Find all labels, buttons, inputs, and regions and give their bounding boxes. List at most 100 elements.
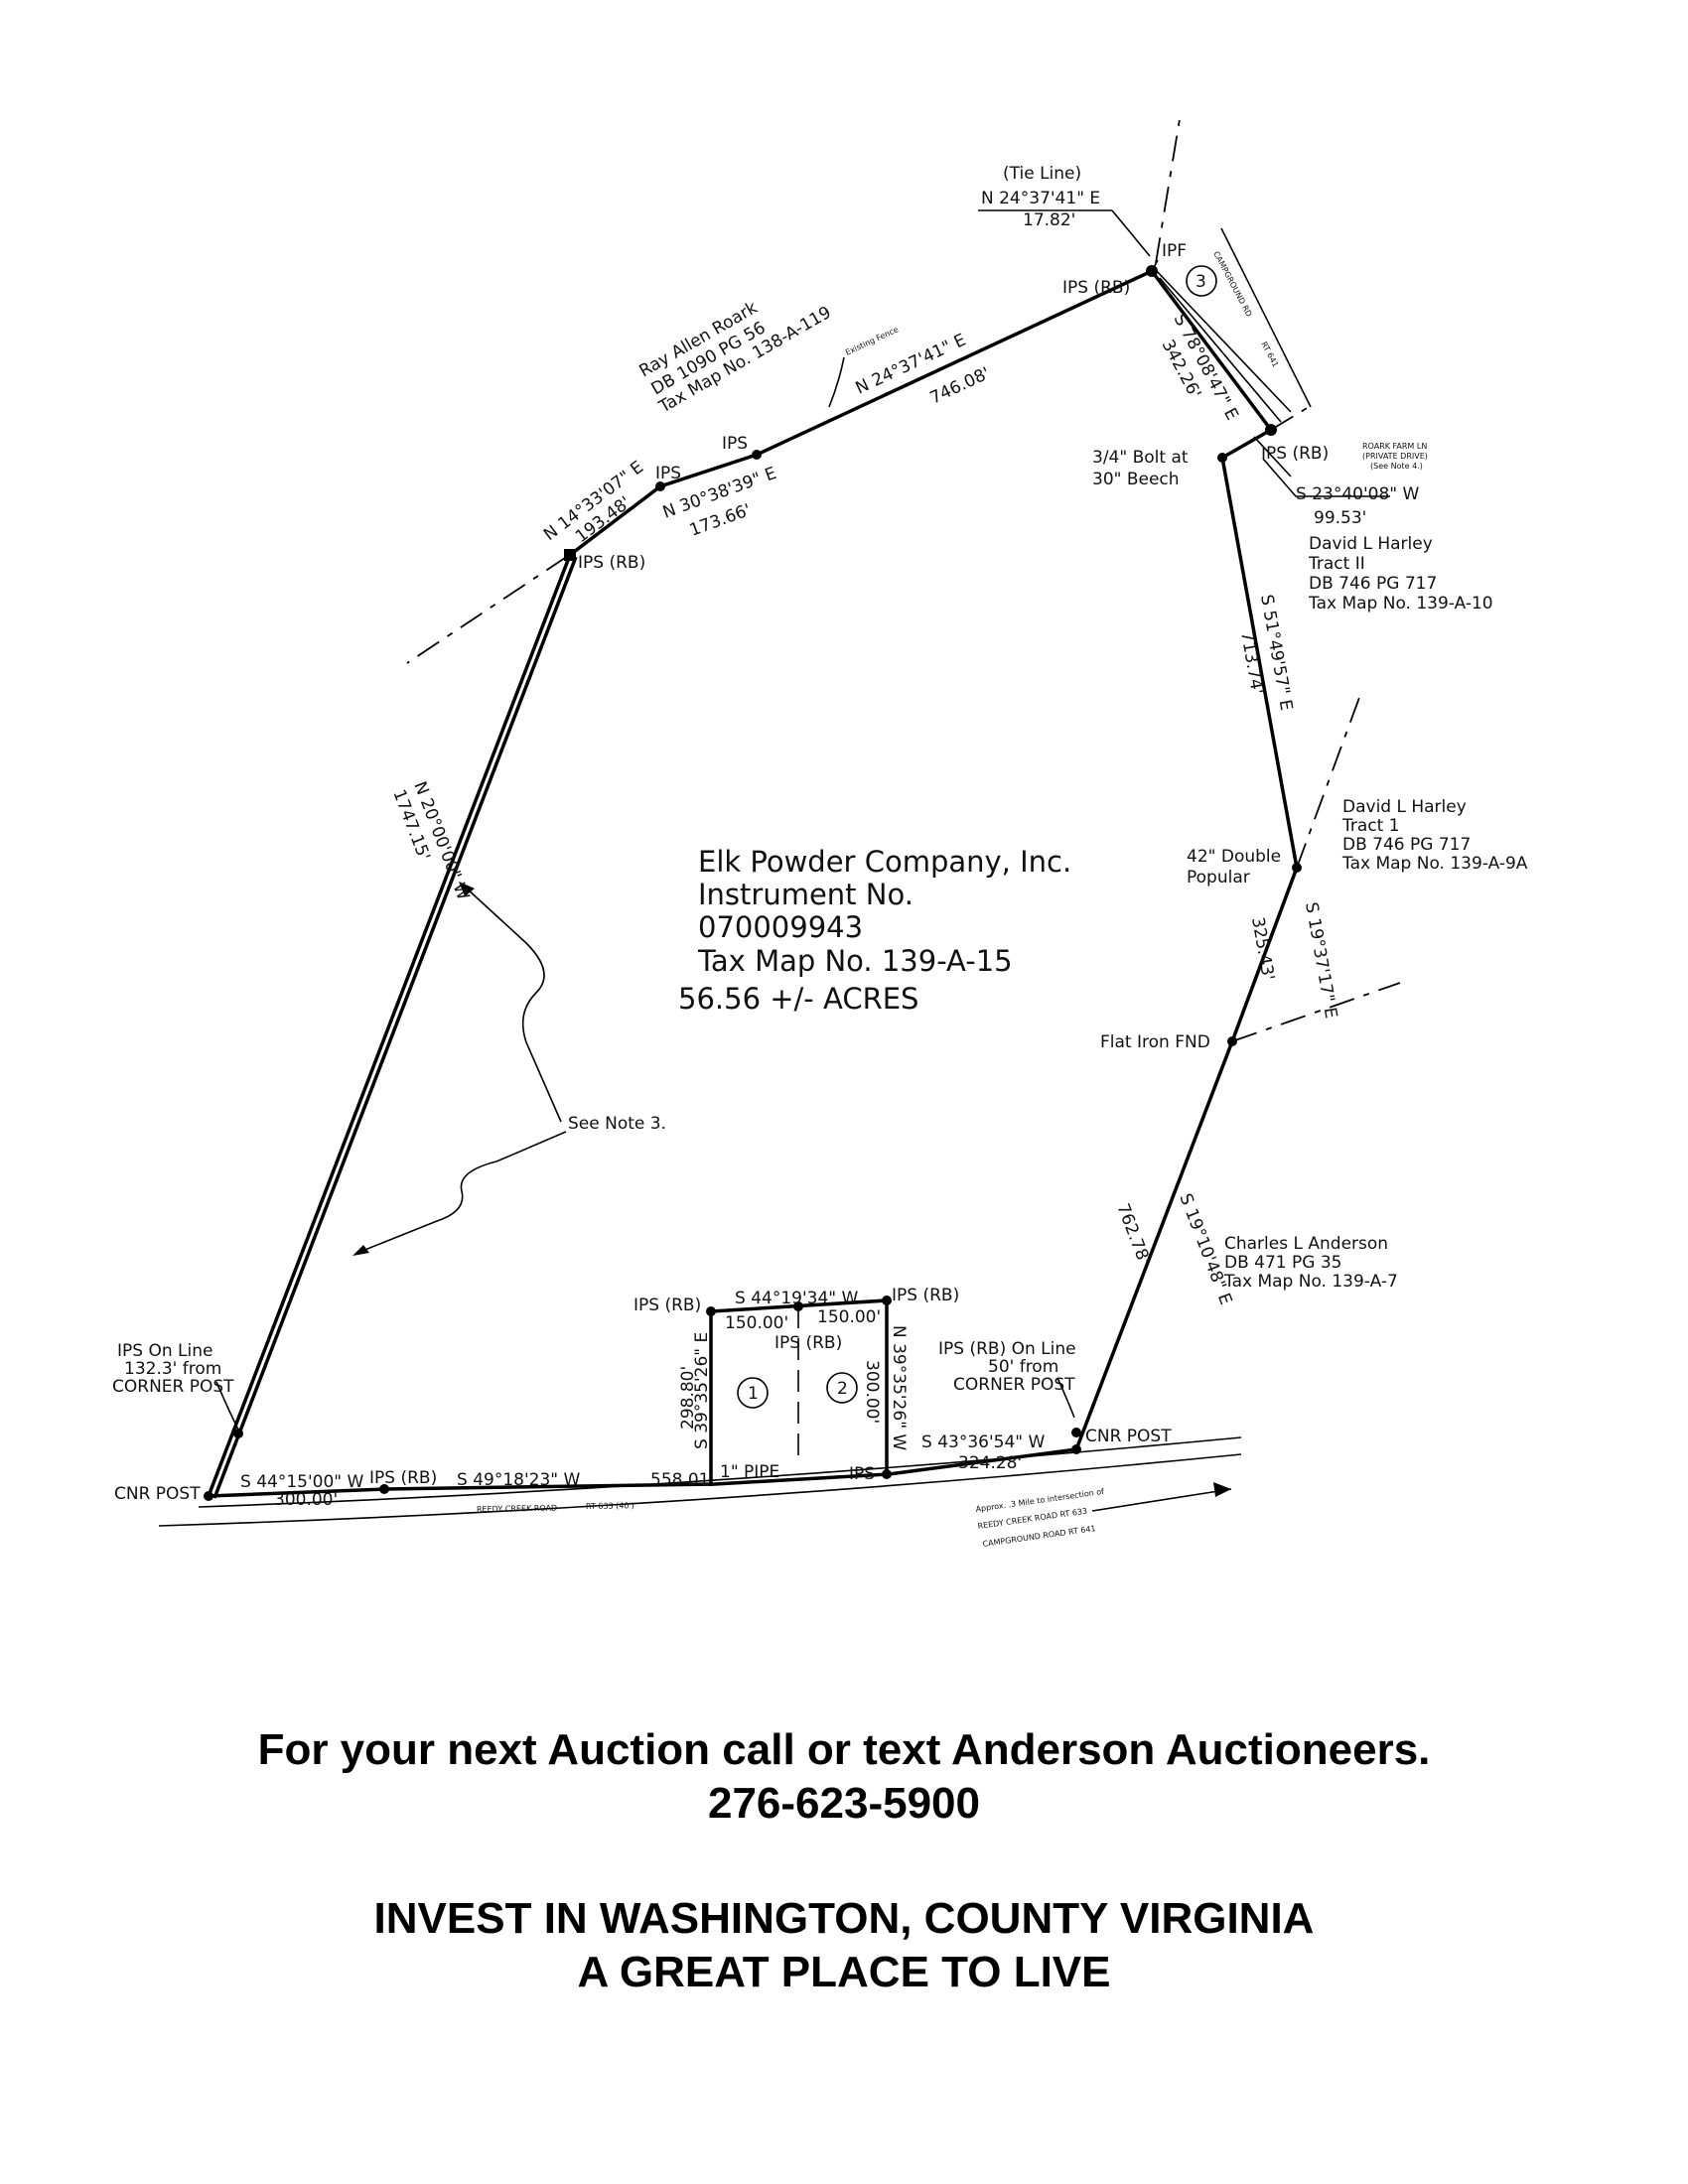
road-roark-farm-2: (PRIVATE DRIVE) — [1362, 452, 1428, 461]
adj-fence: Existing Fence — [844, 325, 900, 357]
lot-3-circle — [1186, 265, 1217, 297]
distance-south-a: 300.00' — [274, 1490, 338, 1510]
label-ipsline-r1: IPS (RB) On Line — [938, 1339, 1076, 1359]
survey-plat: Elk Powder Company, Inc. Instrument No. … — [112, 118, 1528, 1549]
label-pipe: 1" PIPE — [720, 1462, 779, 1482]
ext-line-nw — [406, 555, 569, 664]
ips-marker — [1071, 1444, 1081, 1454]
label-ipsline-r3: CORNER POST — [953, 1375, 1075, 1395]
label-ips-rb-top: IPS (RB) — [1062, 278, 1130, 298]
label-flat-iron: Flat Iron FND — [1100, 1032, 1210, 1052]
adj-harley2-3: DB 746 PG 717 — [1309, 574, 1437, 594]
distance-lot-top-b: 150.00' — [817, 1307, 881, 1327]
adj-harley2-1: David L Harley — [1309, 534, 1433, 554]
ext-line-n — [1155, 118, 1181, 264]
label-ipsline-l3: CORNER POST — [112, 1377, 234, 1397]
tract-instrument: Instrument No. — [698, 878, 914, 911]
road-reedy: REEDY CREEK ROAD — [477, 1504, 557, 1514]
label-ips-2: IPS — [655, 464, 681, 483]
bearing-east-upper: S 51°49'57" E — [1256, 593, 1296, 712]
road-reedy-rt: RT 633 (40') — [586, 1501, 634, 1511]
lot-3-label: 3 — [1196, 272, 1206, 292]
adj-anderson-1: Charles L Anderson — [1224, 1234, 1388, 1254]
tree-marker — [1292, 863, 1302, 873]
reedy-creek-road-edge — [198, 1436, 1242, 1508]
adj-harley1-4: Tax Map No. 139-A-9A — [1341, 854, 1528, 874]
label-ips-rb-ne: IPS (RB) — [1261, 444, 1329, 464]
adj-harley2-4: Tax Map No. 139-A-10 — [1308, 594, 1493, 614]
campground-road-edge — [1220, 227, 1312, 408]
bearing-south-a: S 44°15'00" W — [240, 1472, 363, 1492]
lot-1-circle — [737, 1377, 769, 1409]
cnr-post-marker — [204, 1491, 213, 1501]
fence-leader — [828, 356, 845, 408]
campground-road-edge — [1153, 267, 1292, 413]
note-arrow-down-head — [352, 1245, 369, 1256]
label-bolt-2: 30" Beech — [1092, 470, 1180, 489]
label-ips-rb-lot-left: IPS (RB) — [633, 1296, 701, 1315]
tract-tax-map: Tax Map No. 139-A-15 — [697, 944, 1013, 978]
bearing-south-b: S 49°18'23" W — [457, 1470, 580, 1490]
invest-slogan: INVEST IN WASHINGTON, COUNTY VIRGINIA A … — [0, 1892, 1688, 1999]
slogan-line-2: A GREAT PLACE TO LIVE — [577, 1948, 1111, 1996]
tract-owner: Elk Powder Company, Inc. — [698, 845, 1071, 879]
label-ips: IPS — [722, 434, 748, 454]
ips-marker — [1071, 1428, 1081, 1437]
boundary-line — [207, 268, 1299, 1498]
distance-south-b: 558.01' — [650, 1470, 714, 1490]
survey-points — [204, 265, 1302, 1501]
label-ips-rb-lot-mid: IPS (RB) — [774, 1333, 842, 1353]
see-note: See Note 3. — [568, 1114, 666, 1134]
distance-east-upper: 713.74' — [1236, 629, 1267, 696]
distance-lot-left: 298.80' — [678, 1366, 698, 1430]
label-ipsline-r2: 50' from — [988, 1357, 1058, 1377]
ips-rb-marker — [1265, 424, 1277, 436]
label-popular-2: Popular — [1187, 868, 1250, 887]
label-cnr-post-right: CNR POST — [1085, 1427, 1172, 1446]
label-ipsline-l1: IPS On Line — [117, 1341, 212, 1361]
roark-farm-leader — [1253, 436, 1292, 478]
bearing-leader — [1262, 458, 1390, 497]
note-arrow-up-head — [459, 882, 475, 896]
auction-line: For your next Auction call or text Ander… — [257, 1725, 1431, 1774]
lot-2-label: 2 — [837, 1379, 848, 1399]
bearing-ne-jog: S 23°40'08" W — [1296, 484, 1419, 504]
tie-line-leader — [1111, 209, 1151, 257]
ext-line-e — [1296, 694, 1361, 869]
label-ipsline-l2: 132.3' from — [124, 1359, 221, 1379]
west-line-double — [212, 556, 578, 1499]
distance-east-lower: 762.78' — [1112, 1201, 1154, 1268]
tie-line-label: (Tie Line) — [1003, 164, 1081, 184]
road-campground-rt: RT 641 — [1259, 341, 1280, 369]
label-ips-lot: IPS — [849, 1464, 875, 1484]
adj-anderson-2: DB 471 PG 35 — [1224, 1253, 1341, 1273]
adj-harley1-3: DB 746 PG 717 — [1342, 835, 1471, 855]
adj-harley1-1: David L Harley — [1342, 797, 1467, 817]
bearing-lot-right: N 39°35'26" W — [889, 1325, 909, 1450]
tract-acres: 56.56 +/- ACRES — [678, 982, 918, 1016]
campground-road-edge — [1159, 277, 1282, 423]
tie-line-distance: 17.82' — [1023, 210, 1075, 230]
ext-line-ne — [1270, 406, 1310, 431]
ips-marker — [706, 1306, 716, 1316]
bearing-east-mid: S 19°37'17" E — [1301, 900, 1340, 1020]
ips-marker — [882, 1469, 892, 1479]
label-ipf: IPF — [1162, 241, 1187, 261]
bearing-lot-top: S 44°19'34" W — [735, 1289, 858, 1308]
label-bolt-1: 3/4" Bolt at — [1092, 448, 1189, 468]
adj-harley1-2: Tract 1 — [1341, 816, 1400, 836]
label-ips-rb-south: IPS (RB) — [369, 1468, 437, 1488]
lot-1-label: 1 — [748, 1384, 759, 1404]
bearing-south-c: S 43°36'54" W — [921, 1433, 1045, 1452]
ips-marker — [655, 481, 665, 491]
road-arrow — [1091, 1488, 1232, 1512]
ips-marker — [564, 549, 576, 561]
bolt-marker — [1217, 453, 1227, 463]
note-arrow-down — [361, 1131, 567, 1252]
adj-harley2-2: Tract II — [1308, 554, 1365, 574]
distance-lot-right: 300.00' — [862, 1360, 882, 1424]
flat-iron-marker — [1227, 1036, 1237, 1046]
phone-number: 276-623-5900 — [707, 1779, 980, 1828]
tract-instrument-no: 070009943 — [698, 910, 863, 944]
boundary — [158, 118, 1401, 1527]
